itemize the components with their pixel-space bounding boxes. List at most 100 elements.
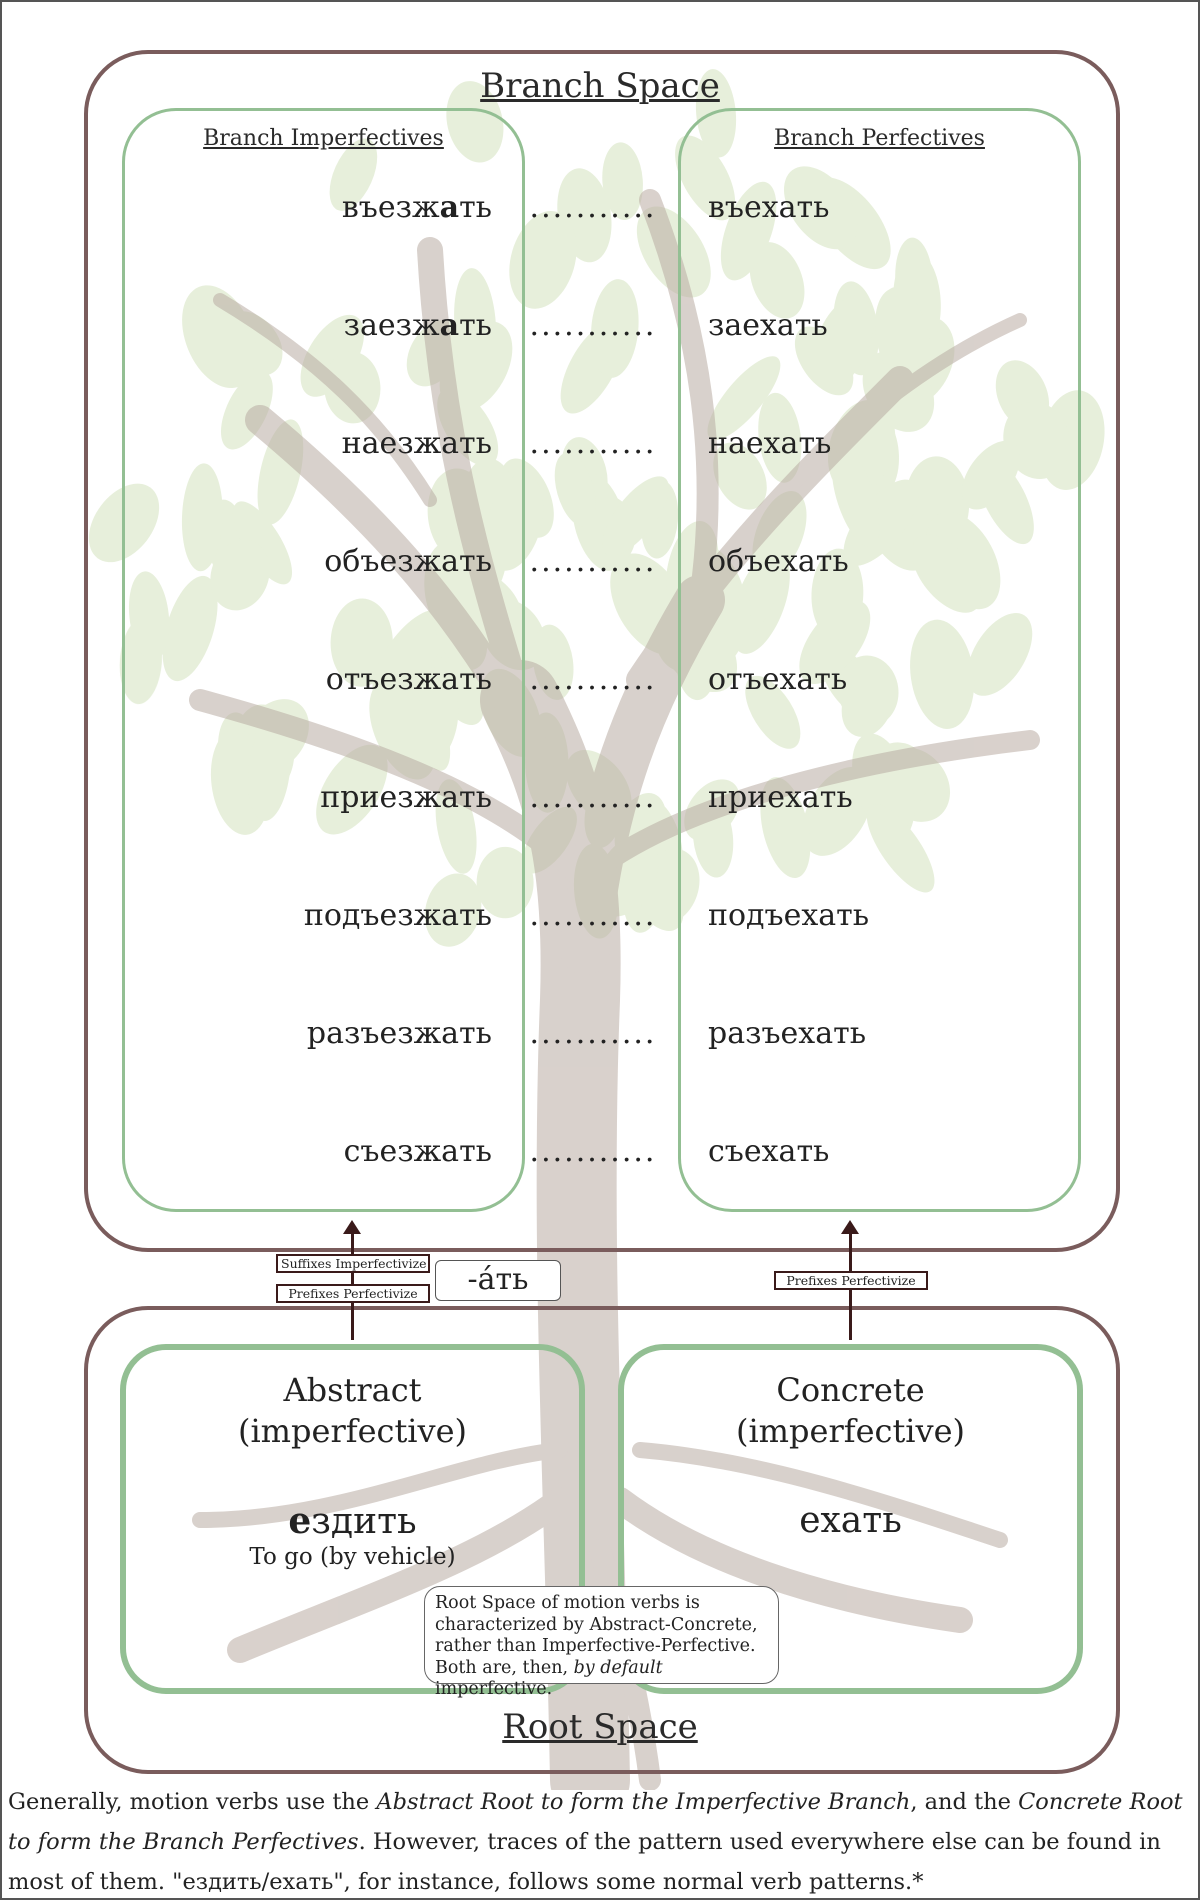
branch-perfective-verb: съехать [708,1134,830,1169]
leaf-shape [877,287,917,363]
leaf-shape [217,712,261,796]
concrete-label-line2: (imperfective) [735,1412,966,1450]
prefixes-perfectivize-tag-right: Prefixes Perfectivize [774,1271,928,1290]
leaf-shape [760,777,811,879]
leaf-shape [802,766,873,856]
leaf-shape [967,612,1033,696]
leaf-shape [397,668,451,771]
tree-background-illustration [88,69,1105,1790]
verb-pair: наезжать ........... наехать [0,426,1200,470]
leader-dots: ........... [529,662,657,697]
branch-perfective-verb: отъехать [708,662,848,697]
leaf-shape [749,242,805,319]
footer-explanation: Generally, motion verbs use the Abstract… [8,1789,1183,1895]
verb-pair: разъезжать ........... разъехать [0,1016,1200,1060]
branch-imperfective-verb: наезжать [341,426,492,461]
verb-pair: подъезжать ........... подъехать [0,898,1200,942]
leaf-shape [811,548,864,640]
verb-pair: въезжать ........... въехать [0,190,1200,234]
leaf-shape [631,868,684,931]
leaf-shape [995,360,1050,430]
leaf-shape [1003,401,1071,479]
leaf-shape [554,452,596,527]
root-space-container [84,1306,1120,1774]
branch-perfective-verb: наехать [708,426,832,461]
leaf-shape [499,458,554,538]
verb-pair: заезжать ........... заехать [0,308,1200,352]
leaf-shape [866,804,935,893]
leaf-shape [831,448,880,548]
branch-perfective-verb: въехать [708,190,830,225]
up-arrow-head-right [841,1220,859,1234]
leaf-shape [1039,390,1105,490]
leaf-shape [210,729,271,835]
abstract-label-line2: (imperfective) [237,1412,468,1450]
leaf-shape [390,666,459,770]
leaf-shape [509,211,577,309]
leaf-shape [220,370,273,450]
leaf-shape [372,609,447,702]
suffix-ending-box: -áть [435,1260,561,1301]
concrete-root-box [618,1344,1083,1694]
branch-imperfective-verb: съезжать [343,1134,492,1169]
leaf-shape [783,166,858,250]
leaf-shape [454,268,497,380]
leader-dots: ........... [529,1134,657,1169]
branch-imperfective-verb: приезжать [320,780,492,815]
abstract-root-label: Abstract (imperfective) [120,1370,585,1452]
leaf-shape [893,251,941,352]
leader-dots: ........... [529,544,657,579]
suffixes-imperfectivize-tag: Suffixes Imperfectivize [276,1254,430,1273]
leaf-shape [485,474,544,571]
leaf-shape [812,295,874,389]
leaf-shape [639,848,700,924]
leaf-shape [926,511,1001,610]
leaf-shape [329,138,378,211]
branch-imperfective-verb: объезжать [324,544,492,579]
abstract-root-verb: ездить [288,1500,417,1542]
verb-pair: отъезжать ........... отъехать [0,662,1200,706]
leaf-shape [843,479,919,566]
leaf-shape [731,550,790,654]
leaf-shape [833,281,879,376]
leader-dots: ........... [529,308,657,343]
leaf-shape [602,142,643,221]
leader-dots: ........... [529,190,657,225]
leaf-shape [248,718,291,821]
leader-dots: ........... [529,426,657,461]
leaf-shape [119,617,163,705]
leader-dots: ........... [529,1016,657,1051]
leaf-shape [572,473,627,571]
leaf-shape [841,670,894,737]
leaf-shape [720,181,777,281]
branch-space-title: Branch Space [480,66,720,106]
branch-imperfective-verb: заезжать [343,308,492,343]
branch-perfective-verb: разъехать [708,1016,867,1051]
leaf-shape [707,356,781,440]
branch-imperfective-verb: въезжать [341,190,492,225]
leaf-shape [561,437,608,510]
concrete-root-label: Concrete (imperfective) [618,1370,1083,1452]
leaf-shape [820,647,883,721]
leaf-shape [910,619,975,729]
verb-pair: съезжать ........... съехать [0,1134,1200,1178]
leaf-shape [713,442,767,510]
leaf-shape [745,675,801,749]
leaf-shape [905,456,970,551]
leaf-shape [866,491,933,571]
abstract-root-gloss: To go (by vehicle) [249,1544,456,1570]
leader-dots: ........... [529,898,657,933]
leaf-shape [875,288,931,389]
branch-imperfective-verb: разъезжать [306,1016,492,1051]
leaf-shape [232,501,293,585]
leaf-shape [579,495,636,567]
branch-imperfectives-column [122,108,525,1212]
leaf-shape [324,351,381,424]
leaf-shape [407,656,452,764]
branch-imperfective-verb: подъезжать [303,898,492,933]
leaf-shape [799,600,871,684]
leaf-shape [961,440,1021,510]
branch-perfective-verb: приехать [708,780,853,815]
leaf-shape [895,237,934,322]
